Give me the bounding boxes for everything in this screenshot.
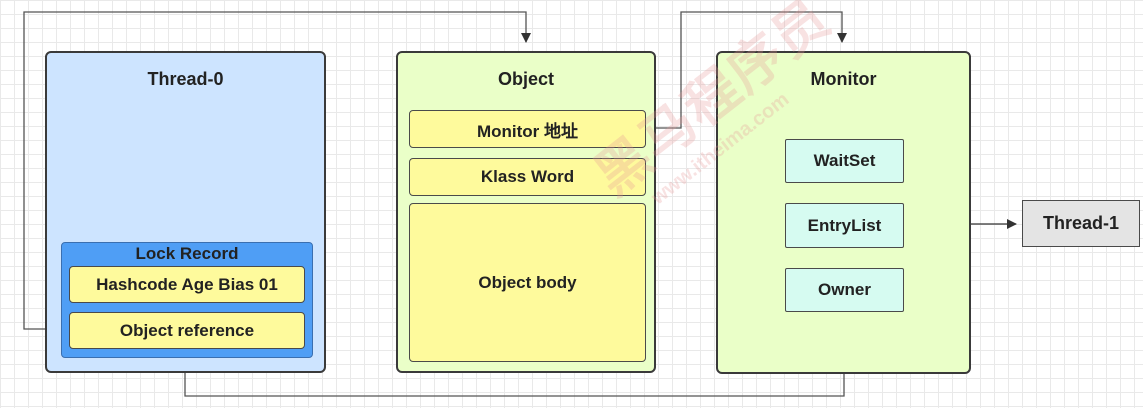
owner-cell: Owner: [785, 268, 904, 312]
entrylist-cell: EntryList: [785, 203, 904, 248]
object-reference-cell: Object reference: [69, 312, 305, 349]
object-reference-arrow: [23, 11, 531, 330]
hashcode-age-bias-cell: Hashcode Age Bias 01: [69, 266, 305, 303]
klass-word-cell: Klass Word: [409, 158, 646, 196]
monitor-address-cell: Monitor 地址: [409, 110, 646, 148]
waitset-cell: WaitSet: [785, 139, 904, 183]
lock-record-title: Lock Record: [135, 244, 239, 263]
object-box: Object Monitor 地址 Klass Word Object body: [396, 51, 656, 373]
thread-1-box: Thread-1: [1022, 200, 1140, 247]
monitor-box: Monitor WaitSet EntryList Owner: [716, 51, 971, 374]
monitor-address-arrow: [644, 11, 847, 129]
object-title: Object: [497, 69, 554, 89]
thread-0-box: Thread-0 Lock Record Hashcode Age Bias 0…: [45, 51, 326, 373]
lock-record-box: Lock Record Hashcode Age Bias 01 Object …: [61, 242, 313, 358]
monitor-title: Monitor: [810, 69, 877, 89]
object-body-cell: Object body: [409, 203, 646, 362]
thread-0-title: Thread-0: [147, 69, 224, 89]
